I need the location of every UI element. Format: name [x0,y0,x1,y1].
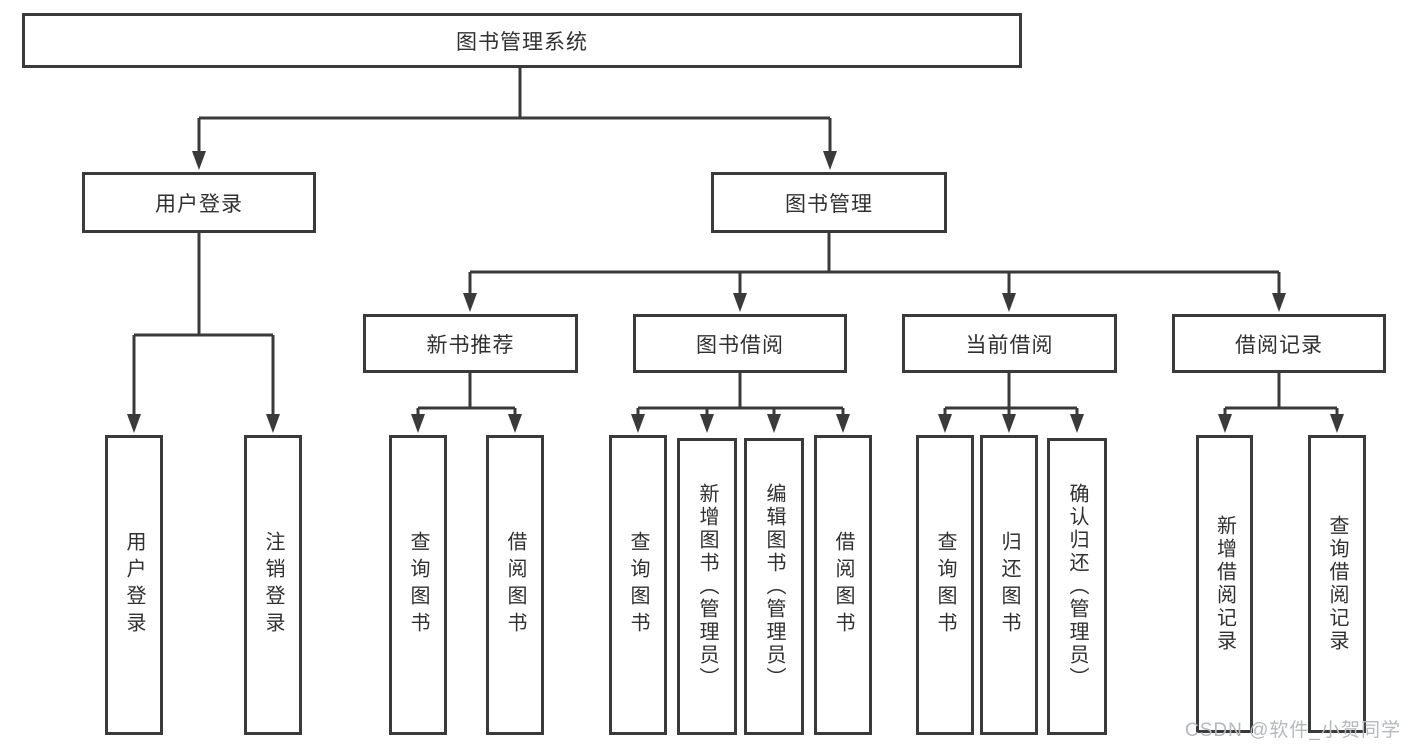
edges-new-book-recommend [411,373,522,433]
node-leaf-borrow-book: 借阅图书 [814,435,872,735]
node-current-borrow: 当前借阅 [902,314,1117,373]
node-leaf-query-book-borrow: 查询图书 [609,435,667,735]
edges-book-borrow [631,373,850,433]
node-leaf-edit-book-admin: 编辑图书（管理员） [744,438,804,735]
node-leaf-add-book-admin: 新增图书（管理员） [677,438,737,735]
node-leaf-query-book-recommend: 查询图书 [389,435,447,735]
edges-user-login [127,233,280,433]
edges-book-management [463,233,1286,312]
node-leaf-query-book-current: 查询图书 [916,435,974,735]
node-borrow-records: 借阅记录 [1172,314,1386,373]
node-book-management-branch: 图书管理 [711,172,947,233]
node-book-borrow: 图书借阅 [633,314,847,373]
node-leaf-query-borrow-record: 查询借阅记录 [1308,435,1366,733]
node-user-login-branch: 用户登录 [82,172,316,233]
edges-current-borrow [938,373,1084,433]
node-leaf-borrow-book-recommend: 借阅图书 [486,435,544,735]
node-new-book-recommend: 新书推荐 [363,314,578,373]
node-leaf-logout: 注销登录 [244,435,302,735]
node-leaf-confirm-return-admin: 确认归还（管理员） [1047,438,1107,735]
node-leaf-user-login: 用户登录 [105,435,163,735]
node-leaf-add-borrow-record: 新增借阅记录 [1196,435,1253,733]
node-root: 图书管理系统 [22,13,1022,68]
edges-root [192,68,837,170]
node-leaf-return-book: 归还图书 [980,435,1038,735]
csdn-watermark: CSDN @软件_小贺同学 [1185,720,1401,741]
edges-borrow-records [1218,373,1344,433]
